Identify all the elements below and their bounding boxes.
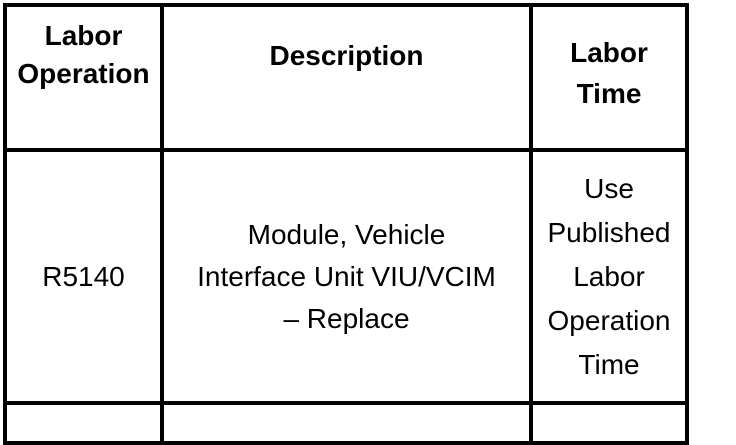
cell-labor-time: Use Published Labor Operation Time [529, 148, 689, 405]
header-labor-operation: Labor Operation [3, 3, 164, 152]
cell-labor-operation-code: R5140 [3, 148, 164, 405]
cell-empty [529, 401, 689, 445]
table-row: R5140 Module, Vehicle Interface Unit VIU… [3, 148, 689, 405]
table-row-clipped [3, 401, 689, 445]
document-page: Labor Operation Description Labor Time R… [3, 3, 689, 445]
cell-description: Module, Vehicle Interface Unit VIU/VCIM … [160, 148, 533, 405]
table-header-row: Labor Operation Description Labor Time [3, 3, 689, 152]
header-description: Description [160, 3, 533, 152]
cell-empty [160, 401, 533, 445]
labor-operation-table: Labor Operation Description Labor Time R… [3, 3, 689, 445]
cell-empty [3, 401, 164, 445]
header-labor-time: Labor Time [529, 3, 689, 152]
